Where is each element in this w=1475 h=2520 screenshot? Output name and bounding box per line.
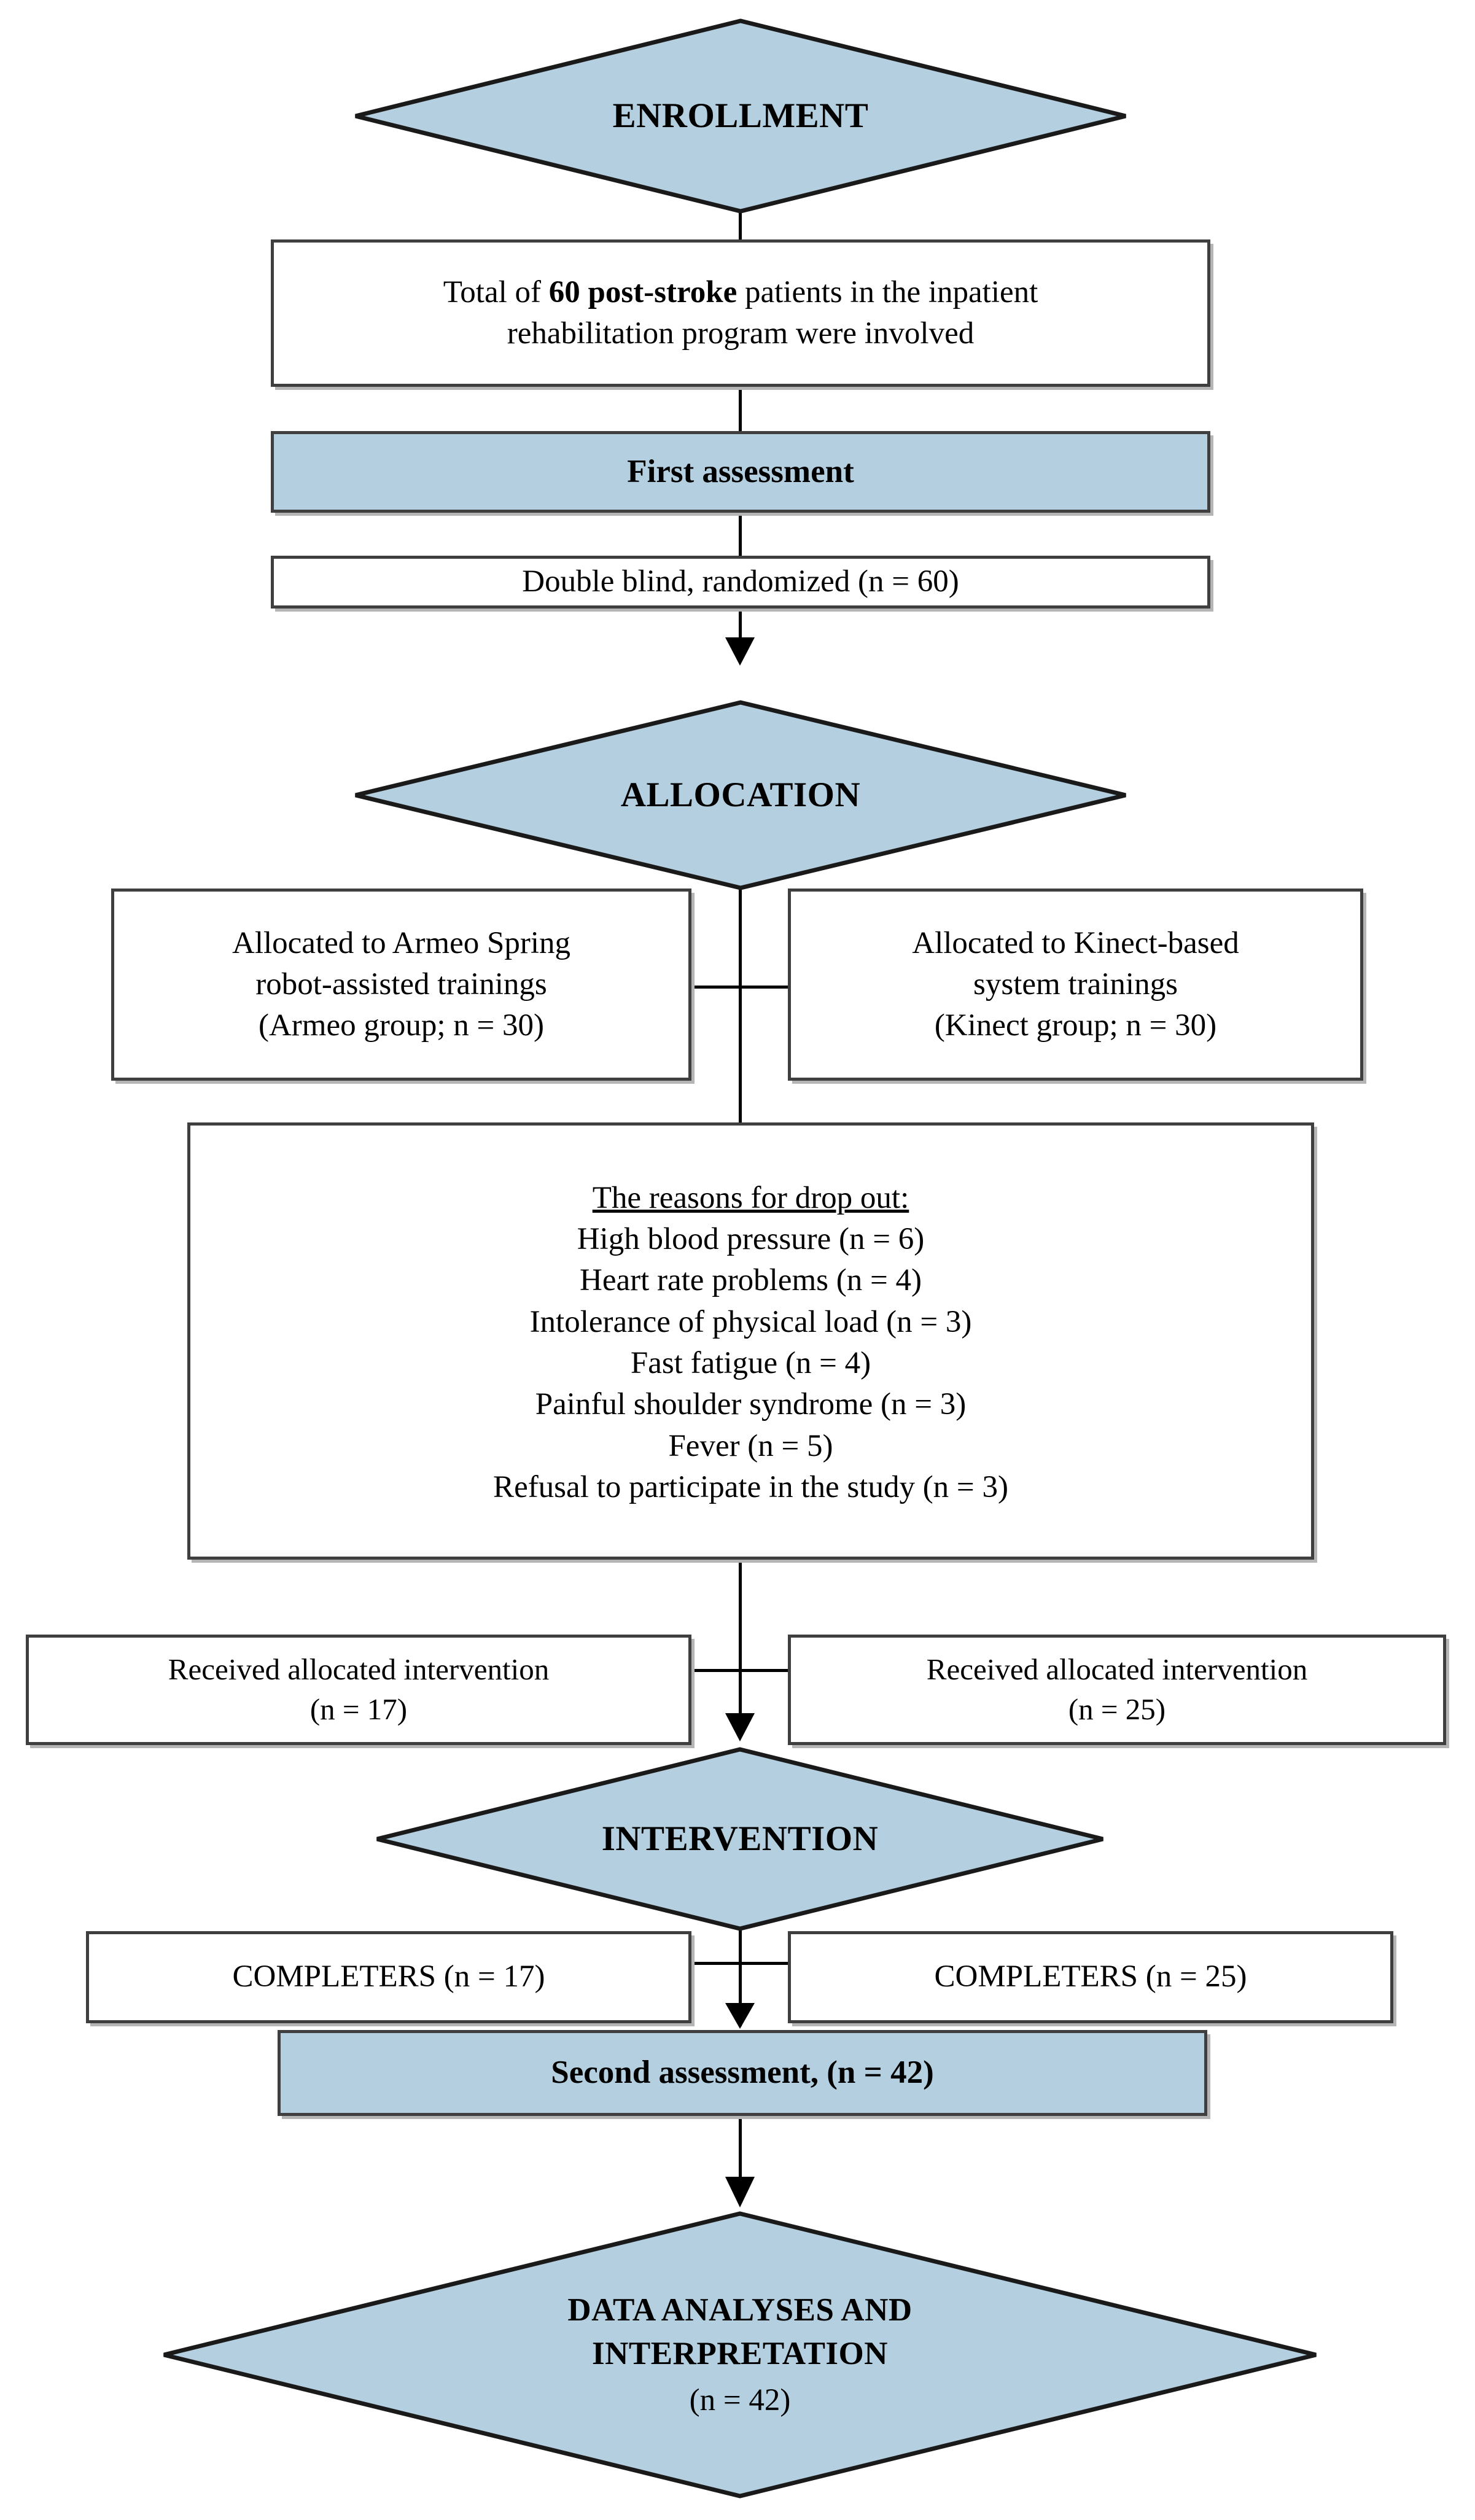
node-received-left[interactable]: Received allocated intervention (n = 17) (26, 1635, 691, 1745)
connector-completers-horizontal (687, 1962, 794, 1965)
connector-dropout-to-intervention (739, 1558, 742, 1736)
data-analyses-line-3: (n = 42) (689, 2382, 791, 2417)
data-analyses-line-2: INTERPRETATION (591, 2335, 889, 2371)
node-alloc-left[interactable]: Allocated to Armeo Spring robot-assisted… (111, 889, 691, 1081)
received-right-line-2: (n = 25) (1068, 1692, 1166, 1726)
arrowhead-to-allocation (725, 637, 755, 666)
connector-randomized-to-allocation (739, 609, 742, 645)
arrowhead-to-second-assessment (725, 2003, 755, 2029)
node-completers-left[interactable]: COMPLETERS (n = 17) (86, 1931, 691, 2023)
arrowhead-to-data-analyses (725, 2177, 755, 2207)
node-allocation[interactable]: ALLOCATION (353, 700, 1128, 890)
dropout-reason: Intolerance of physical load (n = 3) (529, 1304, 972, 1339)
node-alloc-right[interactable]: Allocated to Kinect-based system trainin… (788, 889, 1363, 1081)
node-completers-right[interactable]: COMPLETERS (n = 25) (788, 1931, 1393, 2023)
data-analyses-line-1: DATA ANALYSES AND (567, 2292, 913, 2328)
alloc-left-line-3: (Armeo group; n = 30) (258, 1008, 544, 1043)
connector-first-assessment-to-randomized (739, 511, 742, 559)
diamond-shape-data-analyses (163, 2211, 1317, 2499)
connector-intervention-to-second-assessment (739, 1928, 742, 2026)
completers-right-label: COMPLETERS (n = 25) (934, 1959, 1247, 1994)
completers-left-label: COMPLETERS (n = 17) (232, 1959, 545, 1994)
connector-total-to-first-assessment (739, 387, 742, 435)
node-received-right[interactable]: Received allocated intervention (n = 25) (788, 1635, 1446, 1745)
first-assessment-label: First assessment (627, 453, 854, 489)
connector-received-horizontal (687, 1669, 794, 1672)
received-left-line-2: (n = 17) (309, 1692, 408, 1726)
dropout-reason: High blood pressure (n = 6) (577, 1222, 925, 1257)
connector-second-assessment-to-analyses (739, 2116, 742, 2193)
connector-allocation-horizontal (687, 986, 794, 989)
alloc-right-line-1: Allocated to Kinect-based (912, 925, 1239, 960)
dropout-heading: The reasons for drop out: (592, 1180, 909, 1215)
node-dropout-reasons[interactable]: The reasons for drop out: High blood pre… (187, 1122, 1314, 1560)
connector-allocation-spine (739, 884, 742, 1130)
node-data-analyses[interactable]: DATA ANALYSES AND INTERPRETATION (n = 42… (161, 2211, 1319, 2499)
node-first-assessment[interactable]: First assessment (271, 431, 1210, 513)
diamond-shape-enrollment (355, 18, 1126, 214)
node-intervention-label: INTERVENTION (601, 1819, 879, 1858)
alloc-left-line-1: Allocated to Armeo Spring (232, 925, 570, 960)
node-total-patients[interactable]: Total of 60 post-stroke patients in the … (271, 239, 1210, 387)
node-enrollment-label: ENROLLMENT (612, 96, 869, 135)
dropout-reason: Fever (n = 5) (668, 1428, 833, 1463)
connector-enrollment-to-total (739, 209, 742, 252)
total-patients-line-2: rehabilitation program were involved (507, 316, 975, 351)
randomized-label: Double blind, randomized (n = 60) (522, 564, 959, 599)
alloc-left-line-2: robot-assisted trainings (255, 966, 547, 1001)
dropout-reason: Painful shoulder syndrome (n = 3) (535, 1387, 967, 1422)
dropout-reason: Fast fatigue (n = 4) (630, 1346, 871, 1380)
node-allocation-label: ALLOCATION (620, 775, 861, 814)
node-second-assessment[interactable]: Second assessment, (n = 42) (278, 2030, 1207, 2116)
second-assessment-label: Second assessment, (n = 42) (551, 2055, 934, 2091)
total-patients-line-1: Total of 60 post-stroke patients in the … (443, 274, 1038, 309)
received-right-line-1: Received allocated intervention (926, 1652, 1308, 1687)
received-left-line-1: Received allocated intervention (168, 1652, 550, 1687)
alloc-right-line-2: system trainings (973, 966, 1178, 1001)
diamond-shape-intervention (376, 1747, 1103, 1931)
node-enrollment[interactable]: ENROLLMENT (353, 18, 1128, 214)
dropout-reason: Refusal to participate in the study (n =… (493, 1469, 1008, 1504)
node-randomized[interactable]: Double blind, randomized (n = 60) (271, 556, 1210, 609)
diamond-shape-allocation (355, 700, 1126, 890)
dropout-reason: Heart rate problems (n = 4) (580, 1263, 922, 1298)
arrowhead-to-intervention (725, 1713, 755, 1741)
node-intervention[interactable]: INTERVENTION (375, 1747, 1105, 1931)
alloc-right-line-3: (Kinect group; n = 30) (934, 1008, 1217, 1043)
